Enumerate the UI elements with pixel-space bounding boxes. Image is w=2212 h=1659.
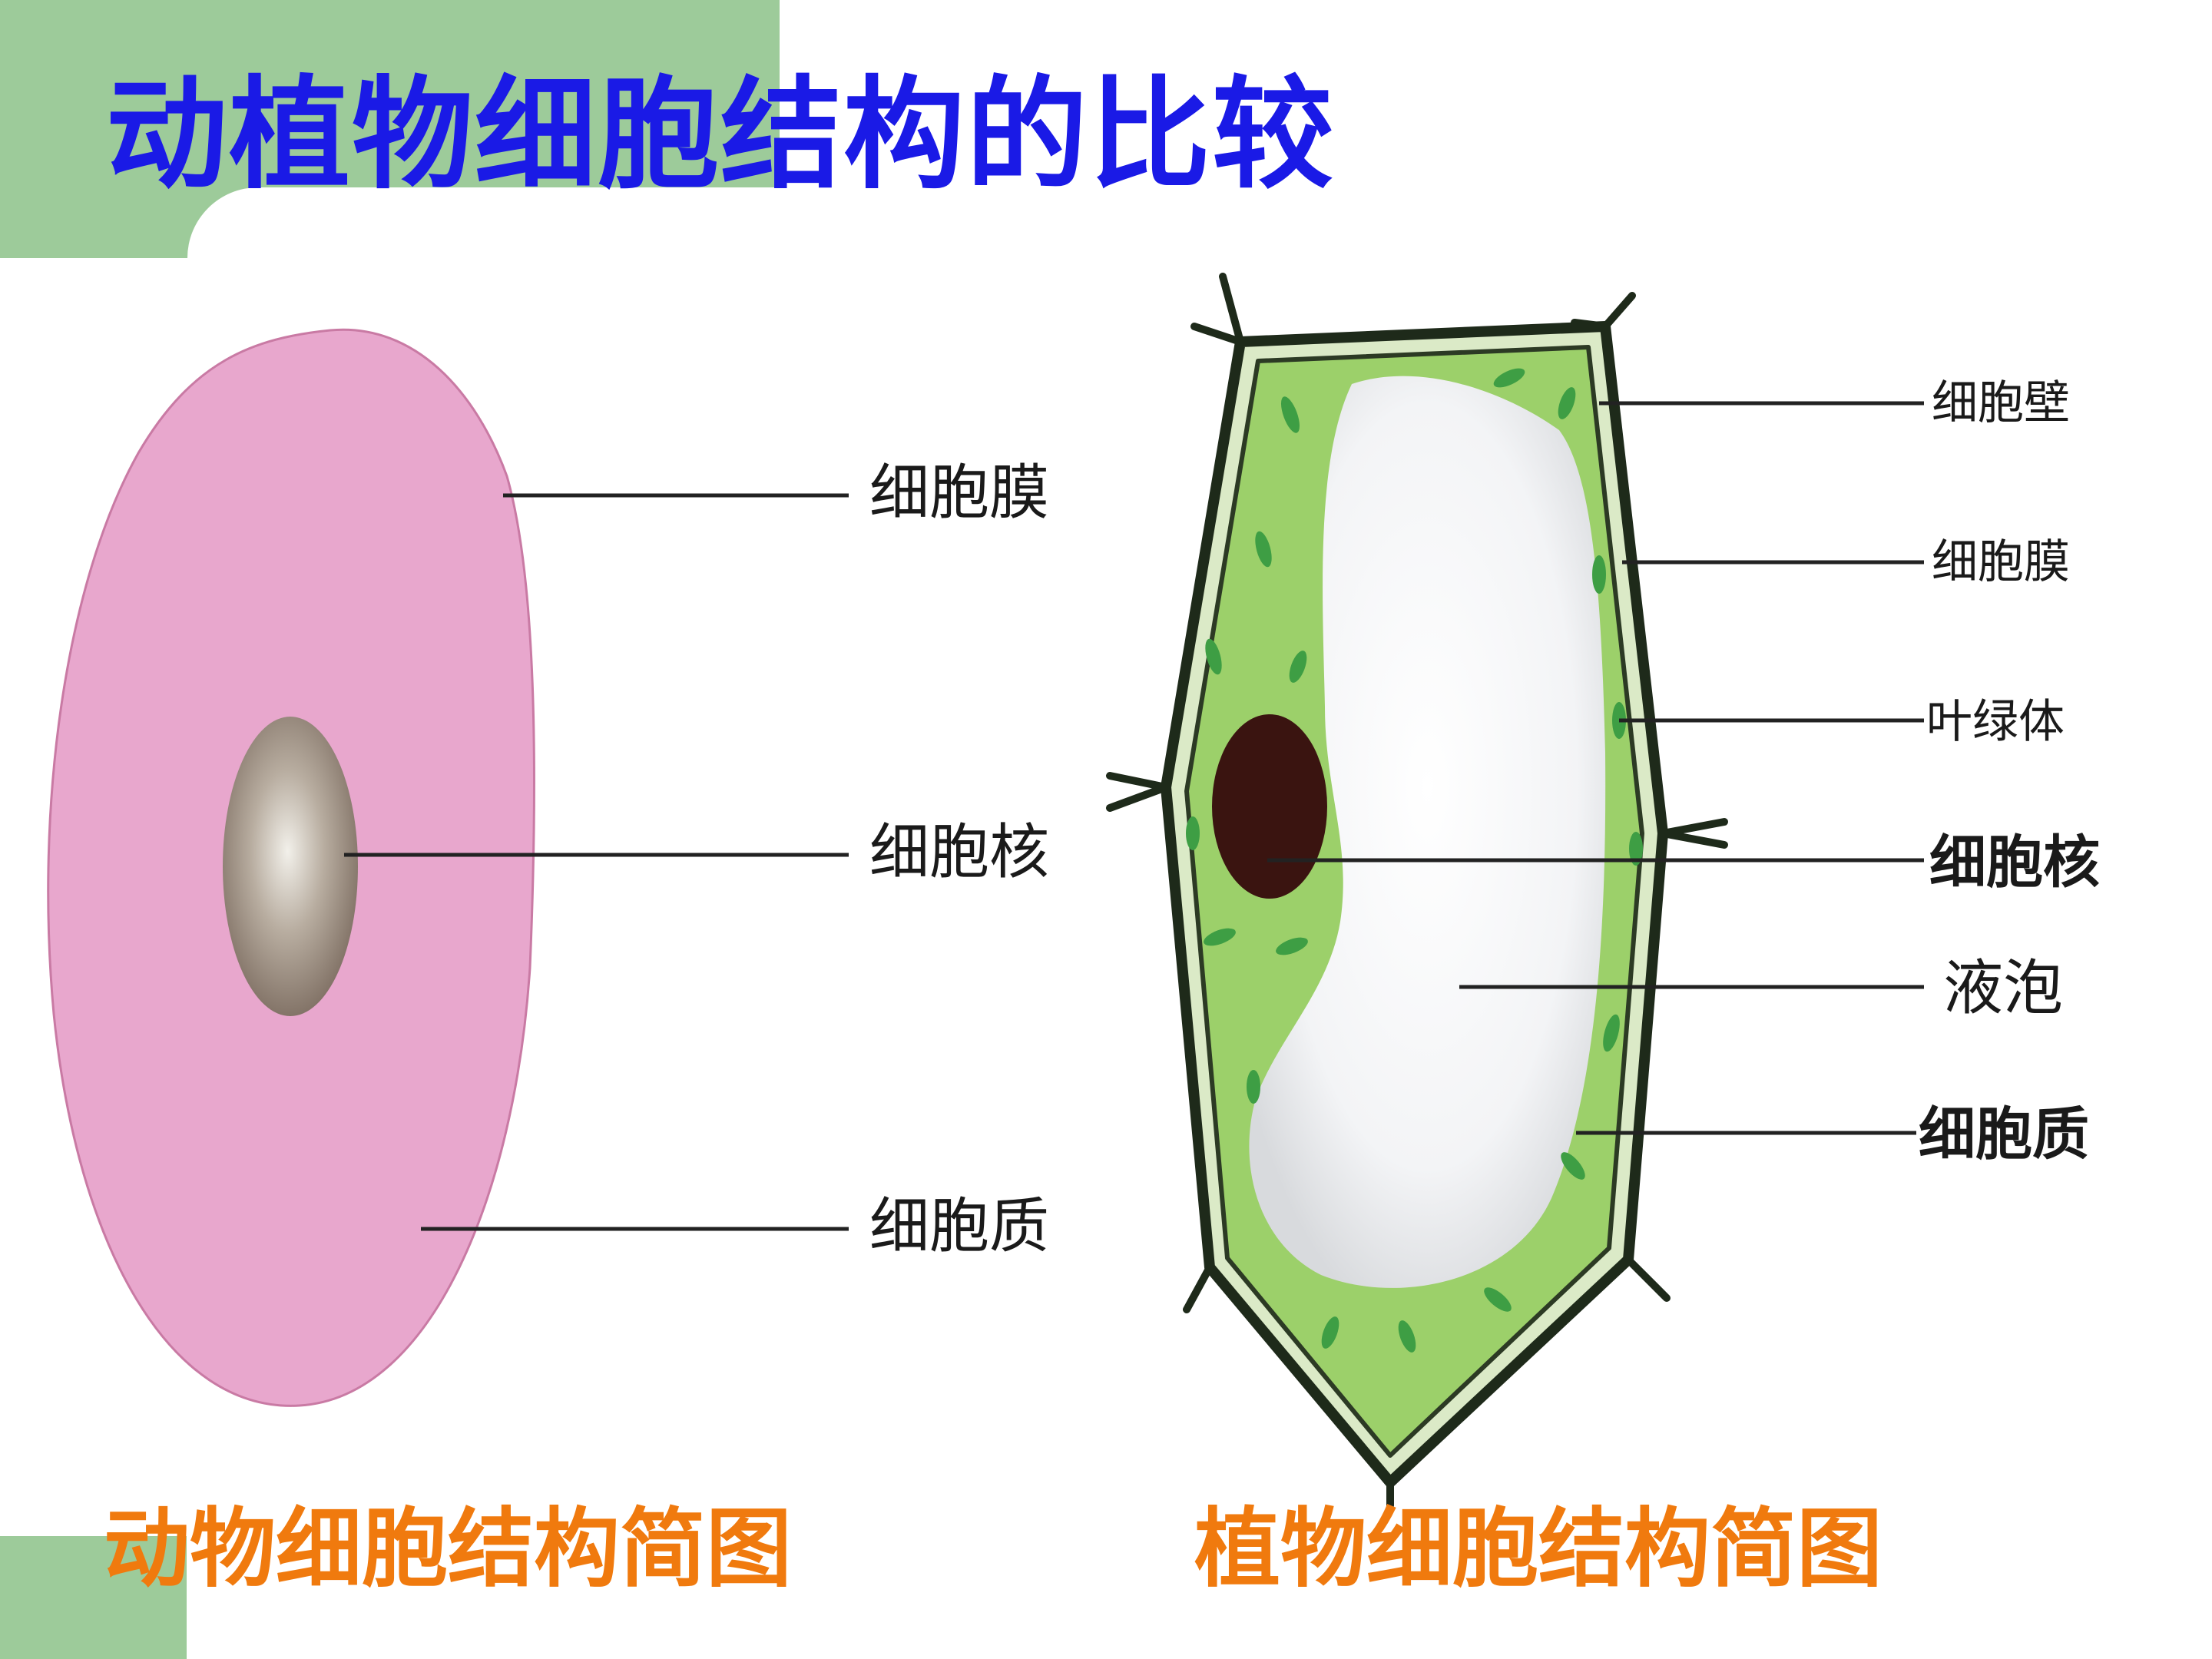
plant-cell-nucleus — [1212, 714, 1327, 899]
animal-label-membrane: 细胞膜 — [869, 459, 1049, 528]
plant-cell-wall-junctions — [1106, 273, 1728, 1509]
chloroplast — [1247, 1070, 1260, 1104]
chloroplast — [1493, 368, 1525, 388]
plant-label-vacuole: 液泡 — [1943, 954, 2063, 1023]
chloroplast — [1205, 638, 1222, 675]
chloroplast — [1289, 651, 1307, 683]
plant-label-cytoplasm: 细胞质 — [1919, 1101, 2089, 1167]
plant-cell: 细胞壁 细胞膜 叶绿体 细胞核 液泡 细胞质 — [1106, 273, 2100, 1509]
chloroplast — [1321, 1316, 1339, 1349]
plant-label-chloroplast: 叶绿体 — [1926, 695, 2065, 749]
chloroplast — [1629, 832, 1643, 866]
plant-label-membrane: 细胞膜 — [1932, 535, 2070, 589]
chloroplast — [1204, 928, 1236, 946]
animal-cell-caption: 动物细胞结构简图 — [104, 1499, 792, 1599]
animal-label-cytoplasm: 细胞质 — [869, 1192, 1049, 1261]
plant-label-wall: 细胞壁 — [1932, 376, 2070, 430]
plant-cell-caption: 植物细胞结构简图 — [1194, 1499, 1883, 1599]
plant-label-nucleus: 细胞核 — [1929, 830, 2100, 896]
chloroplast — [1276, 937, 1308, 955]
chloroplast — [1603, 1014, 1620, 1052]
chloroplast — [1398, 1320, 1416, 1353]
chloroplast — [1280, 396, 1300, 433]
animal-cell: 细胞膜 细胞核 细胞质 — [47, 328, 1049, 1407]
chloroplast — [1592, 555, 1606, 594]
plant-cell-vacuole — [1249, 376, 1606, 1288]
animal-label-nucleus: 细胞核 — [869, 818, 1049, 887]
chloroplast — [1255, 531, 1272, 568]
corner-decoration-cutout — [187, 187, 879, 341]
chloroplast — [1484, 1287, 1512, 1312]
slide-title: 动植物细胞结构的比较 — [106, 65, 1335, 206]
animal-cell-nucleus — [223, 717, 358, 1016]
chloroplast — [1561, 1152, 1585, 1180]
corner-decoration-bottom — [0, 1536, 187, 1659]
chloroplast — [1186, 816, 1200, 850]
chloroplast — [1558, 387, 1576, 419]
